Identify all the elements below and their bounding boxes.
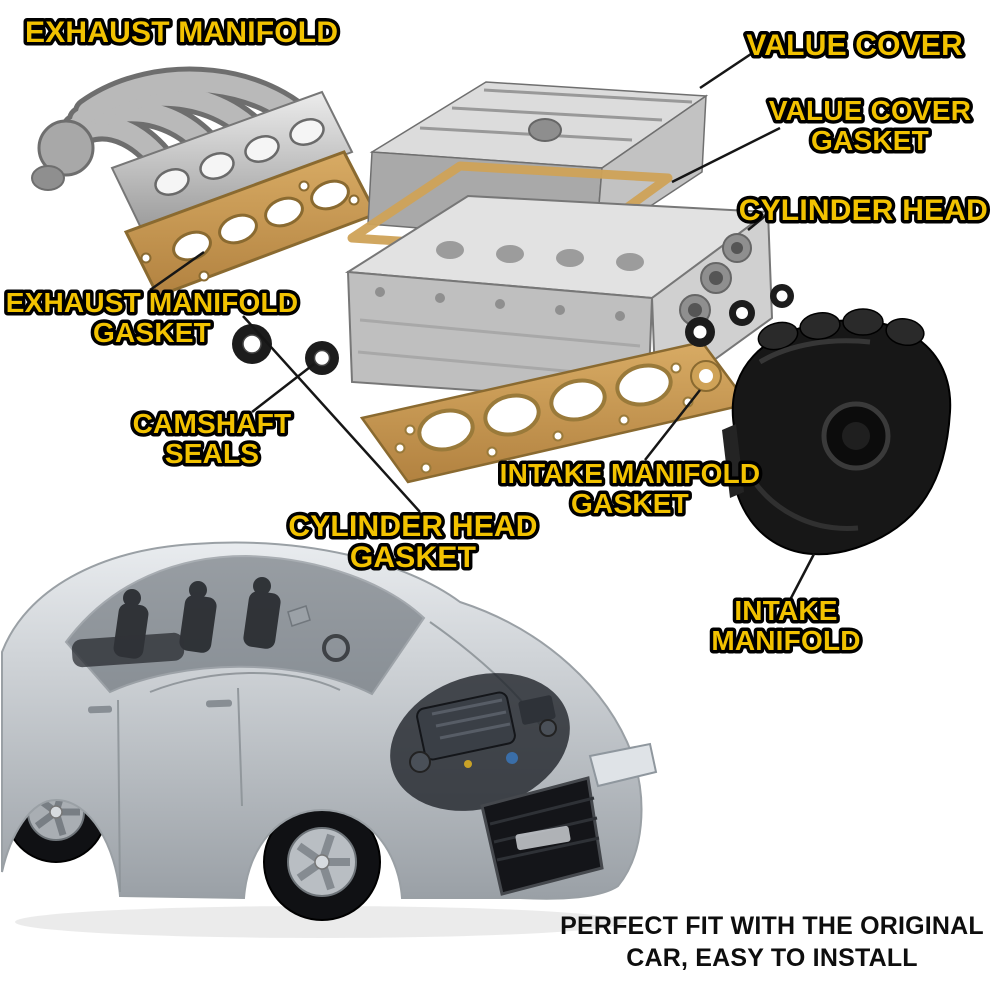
camshaft-seals-part [232, 324, 339, 375]
label-camshaft-seals: CAMSHAFT SEALS [129, 405, 295, 473]
label-value-cover: VALUE COVER [746, 29, 963, 62]
svg-text:GASKET: GASKET [571, 488, 689, 519]
exhaust-manifold-part [31, 66, 354, 232]
leader-exhaust-manifold-gasket [149, 250, 205, 292]
leader-camshaft-seals [251, 363, 315, 413]
side-mirror [287, 605, 311, 627]
svg-text:GASKET: GASKET [811, 125, 929, 156]
svg-text:GASKET: GASKET [93, 317, 211, 348]
car-shadow [15, 906, 625, 938]
label-exhaust-manifold-gasket: EXHAUST MANIFOLD GASKET [2, 284, 301, 352]
svg-text:INTAKE MANIFOLD: INTAKE MANIFOLD [500, 458, 761, 489]
steering-wheel [322, 634, 350, 662]
leader-cylinder-head [747, 211, 771, 231]
headlight [588, 742, 658, 788]
engine-exploded-illustration [31, 66, 952, 556]
tagline-line-1: PERFECT FIT WITH THE ORIGINAL [560, 912, 984, 940]
svg-text:EXHAUST MANIFOLD: EXHAUST MANIFOLD [6, 287, 299, 318]
door-handle-rear [88, 705, 113, 714]
car-illustration [1, 541, 658, 938]
svg-text:VALUE COVER: VALUE COVER [769, 95, 971, 126]
leader-intake-manifold-gasket [644, 389, 701, 461]
cylinder-head-part [344, 194, 774, 404]
part-labels: EXHAUST MANIFOLD VALUE COVER VALUE COVER… [2, 13, 991, 660]
car-engine-bay [390, 673, 570, 811]
svg-text:CYLINDER HEAD: CYLINDER HEAD [288, 510, 537, 543]
leader-intake-manifold [788, 553, 816, 601]
label-intake-manifold: INTAKE MANIFOLD [708, 592, 864, 660]
car-seats [71, 577, 281, 668]
front-wheel [263, 803, 381, 921]
svg-text:GASKET: GASKET [350, 541, 476, 574]
label-value-cover-gasket: VALUE COVER GASKET [765, 92, 974, 160]
leader-cylinder-head-gasket [242, 315, 421, 513]
tagline: PERFECT FIT WITH THE ORIGINAL CAR, EASY … [560, 912, 984, 972]
svg-text:SEALS: SEALS [165, 438, 259, 469]
leader-lines [149, 42, 816, 601]
svg-text:INTAKE: INTAKE [734, 595, 837, 626]
leader-value-cover-gasket [671, 126, 781, 184]
tagline-line-2: CAR, EASY TO INSTALL [626, 944, 918, 972]
label-cylinder-head: CYLINDER HEAD [739, 194, 988, 227]
car-grille [480, 776, 604, 896]
intake-manifold-part [722, 308, 952, 556]
label-exhaust-manifold: EXHAUST MANIFOLD [25, 16, 338, 49]
car-panel-lines [117, 621, 546, 893]
label-cylinder-head-gasket: CYLINDER HEAD GASKET [285, 507, 541, 578]
leader-value-cover [699, 42, 767, 90]
svg-text:MANIFOLD: MANIFOLD [711, 625, 860, 656]
label-intake-manifold-gasket: INTAKE MANIFOLD GASKET [496, 455, 763, 523]
svg-text:CAMSHAFT: CAMSHAFT [133, 408, 292, 439]
door-handle [206, 699, 233, 708]
